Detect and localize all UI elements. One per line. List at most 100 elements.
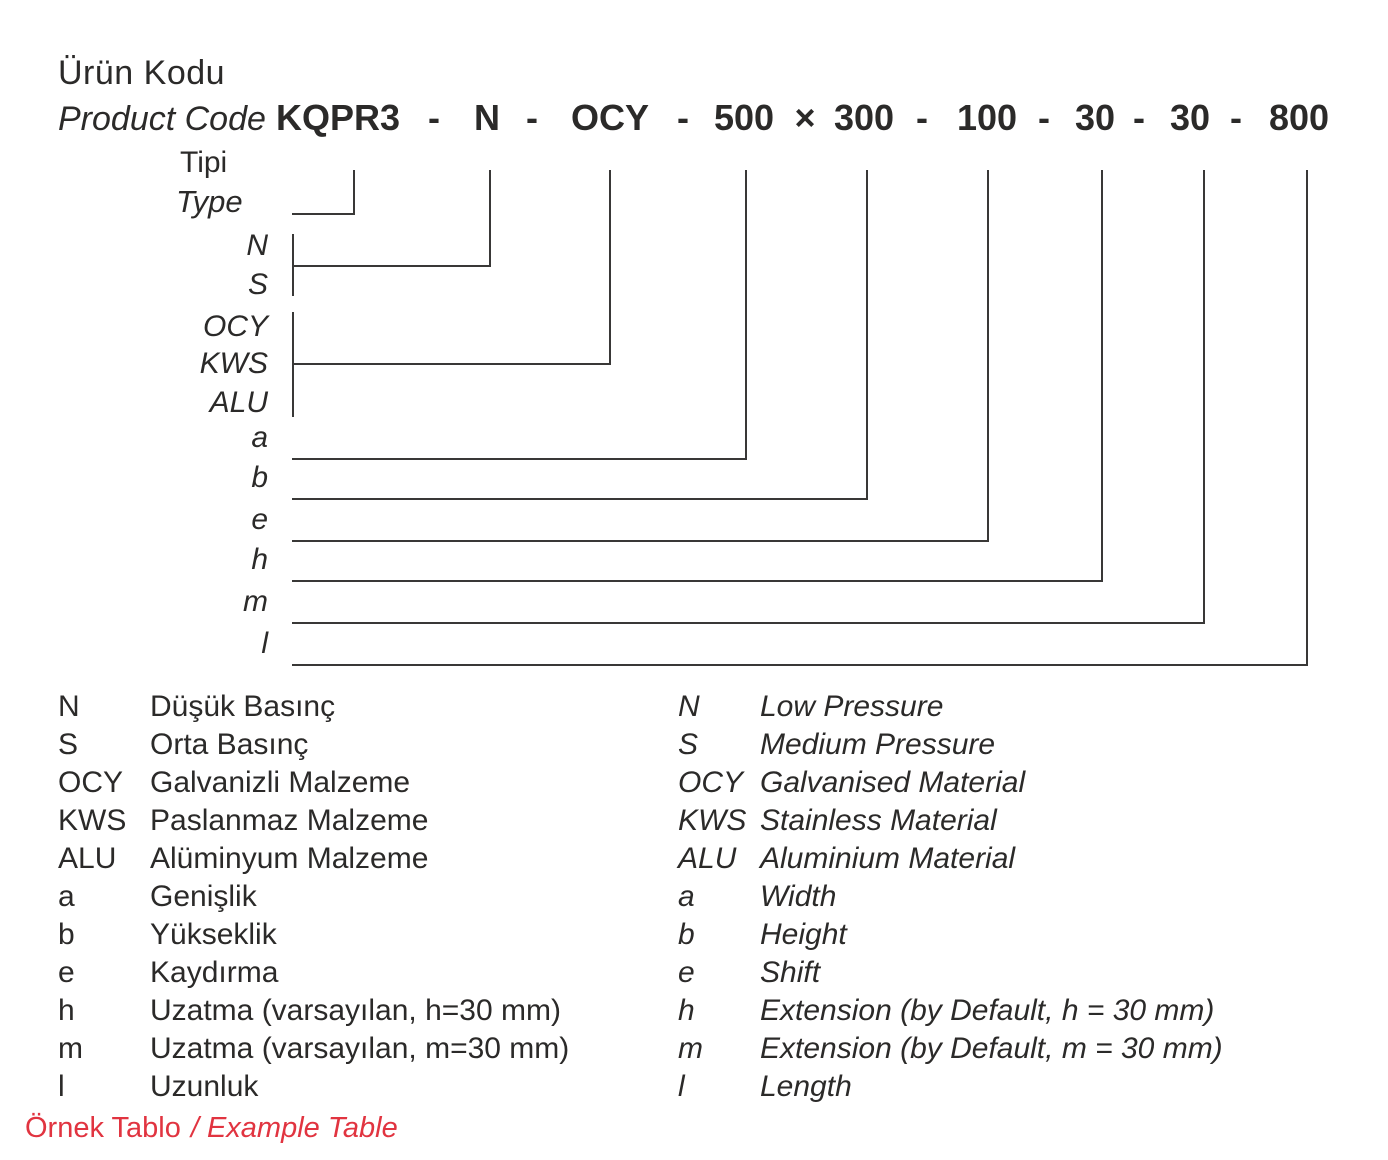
bracket-pressure-group <box>292 234 294 296</box>
connector-vline-e <box>987 170 989 542</box>
connector-hline-material <box>292 363 611 365</box>
legend-row: m Extension (by Default, m = 30 mm) <box>678 1030 1223 1068</box>
example-table-caption: Örnek Tablo / Example Table <box>25 1112 398 1145</box>
page-title-english: Product Code <box>58 100 266 138</box>
legend-abbr: ALU <box>678 842 737 875</box>
connector-vline-material <box>609 170 611 365</box>
legend-abbr: OCY <box>58 766 124 799</box>
code-multiply-sign: × <box>794 97 816 138</box>
code-separator: - <box>1133 97 1145 138</box>
legend-abbr: b <box>58 918 75 951</box>
legend-desc: Extension (by Default, h = 30 mm) <box>760 994 1215 1027</box>
connector-hline-type <box>292 213 355 215</box>
legend-desc: Paslanmaz Malzeme <box>150 804 429 837</box>
legend-desc: Uzunluk <box>150 1070 259 1103</box>
legend-desc: Kaydırma <box>150 956 279 989</box>
legend-abbr: h <box>58 994 75 1027</box>
code-separator: - <box>1230 97 1242 138</box>
code-segment-pressure: N <box>474 97 500 138</box>
legend-row: l Length <box>678 1068 1223 1106</box>
legend-desc: Düşük Basınç <box>150 690 336 723</box>
connector-vline-pressure <box>489 170 491 267</box>
code-separator: - <box>916 97 928 138</box>
legend-row: a Width <box>678 878 1223 916</box>
code-segment-ext-m: 30 <box>1169 97 1211 138</box>
param-label-m: m <box>243 585 268 618</box>
connector-hline-l <box>292 664 1308 666</box>
connector-vline-m <box>1203 170 1205 624</box>
code-separator: - <box>526 97 538 138</box>
legend-desc: Alüminyum Malzeme <box>150 842 429 875</box>
code-segment-length: 800 <box>1268 97 1330 138</box>
legend-desc: Genişlik <box>150 880 257 913</box>
code-separator: - <box>677 97 689 138</box>
connector-hline-pressure <box>292 265 491 267</box>
connector-hline-m <box>292 622 1205 624</box>
connector-vline-a <box>745 170 747 460</box>
legend-abbr: e <box>58 956 75 989</box>
legend-row: S Medium Pressure <box>678 726 1223 764</box>
caption-turkish: Örnek Tablo <box>25 1112 181 1144</box>
code-segment-width: 500 <box>713 97 775 138</box>
legend-abbr: ALU <box>58 842 117 875</box>
code-segment-height: 300 <box>833 97 895 138</box>
code-separator: - <box>428 97 440 138</box>
legend-abbr: h <box>678 994 695 1027</box>
code-segment-ext-h: 30 <box>1074 97 1116 138</box>
legend-abbr: l <box>678 1070 685 1103</box>
code-segment-type: KQPR3 <box>275 97 401 138</box>
param-label-l: l <box>261 627 268 660</box>
legend-abbr: a <box>58 880 75 913</box>
legend-abbr: m <box>58 1032 83 1065</box>
legend-desc: Extension (by Default, m = 30 mm) <box>760 1032 1223 1065</box>
connector-vline-h <box>1101 170 1103 582</box>
legend-abbr: e <box>678 956 695 989</box>
param-label-n: N <box>246 229 268 262</box>
page-title-turkish: Ürün Kodu <box>58 54 226 92</box>
connector-hline-h <box>292 580 1103 582</box>
legend-row: e Kaydırma <box>58 954 569 992</box>
legend-abbr: S <box>678 728 699 761</box>
connector-vline-l <box>1306 170 1308 666</box>
connector-vline-b <box>866 170 868 500</box>
code-segment-shift: 100 <box>956 97 1018 138</box>
param-label-alu: ALU <box>209 386 268 419</box>
legend-abbr: l <box>58 1070 65 1103</box>
legend-desc: Orta Basınç <box>150 728 309 761</box>
legend-abbr: OCY <box>678 766 744 799</box>
legend-desc: Width <box>760 880 837 913</box>
legend-abbr: N <box>678 690 700 723</box>
legend-row: KWS Paslanmaz Malzeme <box>58 802 569 840</box>
param-label-s: S <box>247 268 268 301</box>
legend-row: ALU Aluminium Material <box>678 840 1223 878</box>
type-label-english: Type <box>176 184 243 219</box>
legend-row: N Düşük Basınç <box>58 688 569 726</box>
legend-abbr: KWS <box>58 804 127 837</box>
legend-desc: Height <box>760 918 847 951</box>
param-label-h: h <box>251 543 268 576</box>
legend-desc: Medium Pressure <box>760 728 996 761</box>
connector-vline-type <box>353 170 355 215</box>
legend-abbr: a <box>678 880 695 913</box>
param-label-e: e <box>251 503 268 536</box>
legend-row: l Uzunluk <box>58 1068 569 1106</box>
legend-abbr: N <box>58 690 80 723</box>
legend-abbr: m <box>678 1032 703 1065</box>
legend-row: ALU Alüminyum Malzeme <box>58 840 569 878</box>
legend-desc: Length <box>760 1070 852 1103</box>
legend-desc: Uzatma (varsayılan, h=30 mm) <box>150 994 561 1027</box>
caption-english: / Example Table <box>190 1112 398 1144</box>
connector-hline-e <box>292 540 989 542</box>
legend-desc: Aluminium Material <box>760 842 1016 875</box>
